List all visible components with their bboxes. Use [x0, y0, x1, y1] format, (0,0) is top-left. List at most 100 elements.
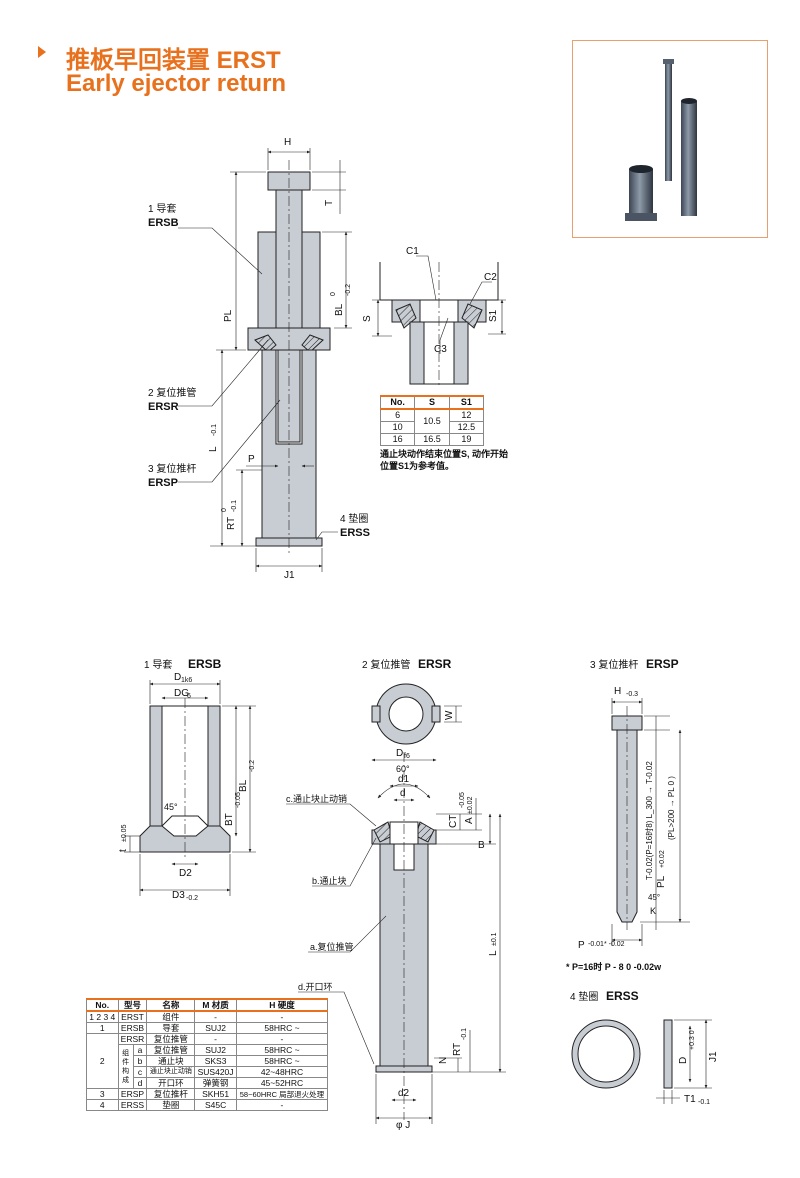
table-row: 16 16.5 19: [379, 433, 485, 446]
ersr-dim-CT: CT: [448, 815, 459, 828]
mat-cell: SKH51: [194, 1088, 237, 1100]
mat-cell: 58HRC ~: [235, 1022, 329, 1034]
ersb-dim-D3-tol: -0.2: [186, 895, 198, 902]
ersb-dim-t-tol: ±0.05: [121, 824, 128, 842]
label-4-cn: 4 垫圈: [340, 512, 368, 525]
ersb-dim-D3: D3: [172, 890, 185, 901]
mat-cell: S45C: [194, 1099, 237, 1111]
assembly-labels: H T BL 0 -0.2 PL L -0.1 RT 0 -0.1 P J1 1…: [148, 137, 370, 581]
ersr-dim-A: A: [464, 817, 475, 824]
ersr-dim-d1: d1: [398, 774, 410, 785]
stroke-note: 通止块动作结束位置S, 动作开始位置S1为参考值。: [380, 449, 509, 471]
mat-cell: SKS3: [194, 1055, 237, 1067]
detail-S: S: [362, 315, 373, 322]
mat-cell: 弹簧钢: [194, 1077, 237, 1089]
label-1-code: ERSB: [148, 217, 179, 229]
stroke-cell: 19: [448, 433, 485, 446]
label-1-cn: 1 导套: [148, 202, 176, 215]
mat-cell: 通止块: [146, 1055, 196, 1067]
ersp-dim-T: T-0.02(P=16时8) L_300 → T-0.02: [644, 761, 654, 880]
ersb-title-cn: 1 导套: [144, 658, 172, 671]
table-row: 4 ERSS 垫圈 S45C -: [86, 1099, 329, 1111]
mat-cell: 复位推管: [146, 1033, 196, 1045]
erss-title-code: ERSS: [606, 989, 639, 1003]
mat-cell: 3: [86, 1088, 119, 1100]
ersp-dim-K: K: [650, 906, 656, 916]
ersr-angle: 60°: [396, 764, 410, 774]
mat-cell: 开口环: [146, 1077, 196, 1089]
mat-cell: 导套: [146, 1022, 196, 1034]
dim-BL-tol-bot: -0.2: [345, 284, 352, 296]
ersr-dim-L-tol: ±0.1: [491, 932, 498, 946]
mat-cell: 42~48HRC: [235, 1066, 329, 1078]
table-row: b 通止块 SKS3 58HRC ~: [87, 1055, 329, 1067]
ersr-dim-N: N: [438, 1057, 449, 1064]
dim-RT-tol-top: 0: [221, 508, 228, 512]
erss-dim-D-tol: +0.3 0: [689, 1030, 696, 1050]
bullet-triangle-icon: [38, 46, 46, 58]
table-row: 1 2 3 4 ERST 组件 - -: [86, 1010, 329, 1023]
detail-S1: S1: [488, 309, 499, 322]
dim-T: T: [324, 200, 335, 206]
ersb-dim-DG: DG: [174, 688, 189, 699]
mat-header-hardness: H 硬度: [235, 998, 329, 1012]
ersp-dim-PL-note: (PL>200 → PL 0 ): [667, 776, 676, 840]
erss-dim-T1: T1: [684, 1094, 696, 1105]
ersb-dim-BL: BL: [238, 779, 249, 792]
ersr-dim-d2: d2: [398, 1088, 410, 1099]
assembly-drawing: [178, 148, 352, 572]
ersp-title-code: ERSP: [646, 657, 679, 671]
ersr-dim-d: d: [400, 788, 406, 799]
ersb-dim-DG-tol: 6: [187, 693, 191, 700]
erss-drawing: [571, 1019, 712, 1104]
mat-cell: 45~52HRC: [235, 1077, 329, 1089]
label-2-code: ERSR: [148, 401, 179, 413]
stroke-cell-s-merged: 10.5: [414, 408, 450, 434]
mat-cell: a: [132, 1044, 148, 1056]
dim-RT: RT: [226, 517, 237, 530]
mat-header-material: M 材质: [194, 998, 237, 1012]
mat-cell: 垫圈: [146, 1099, 196, 1111]
dim-L-tol: -0.1: [211, 424, 218, 436]
ersr-dim-D: D: [396, 748, 403, 759]
mat-group-label: 组件构成: [117, 1044, 134, 1089]
ersp-title-cn: 3 复位推杆: [590, 658, 638, 671]
dim-P: P: [248, 454, 255, 465]
mat-cell: 58~60HRC 局部退火处理: [235, 1088, 329, 1100]
ersb-dim-t: t: [118, 849, 129, 852]
ersr-title-code: ERSR: [418, 657, 452, 671]
ersb-angle: 45°: [164, 802, 178, 812]
dim-H: H: [284, 137, 291, 148]
stroke-cell: 16.5: [414, 433, 450, 446]
erss-dim-D: D: [678, 1057, 689, 1064]
dim-RT-tol-bot: -0.1: [231, 500, 238, 512]
product-photo: [572, 40, 768, 238]
mat-cell: d: [132, 1077, 148, 1089]
mat-cell: 复位推管: [146, 1044, 196, 1056]
ersb-title-code: ERSB: [188, 657, 222, 671]
mat-cell: ERSR: [117, 1033, 148, 1045]
mat-cell: SUJ2: [194, 1044, 237, 1056]
erss-title-cn: 4 垫圈: [570, 990, 598, 1003]
ersb-dim-BT: BT: [224, 813, 235, 826]
mat-cell: ERSB: [117, 1022, 148, 1034]
mat-cell: 2: [86, 1033, 119, 1089]
erss-dim-J1: J1: [708, 1051, 719, 1062]
ersr-dim-L: L: [488, 950, 499, 956]
ersr-dim-RT: RT: [452, 1043, 463, 1056]
detail-view: [372, 255, 506, 388]
ersr-dim-A-tol: ±0.02: [467, 796, 474, 814]
stroke-header-s: S: [414, 395, 450, 410]
ersp-angle: 45°: [648, 893, 660, 902]
stroke-cell: 12: [448, 408, 485, 422]
ersr-callout-a: a.复位推管: [310, 941, 354, 952]
mat-cell: ERSP: [117, 1088, 148, 1100]
mat-cell: SUJ2: [194, 1022, 237, 1034]
mat-cell: SUS420J: [194, 1066, 237, 1078]
dim-BL: BL: [334, 303, 345, 316]
stroke-cell: 10: [379, 421, 416, 434]
ersr-dim-D-tol: f6: [404, 753, 410, 760]
table-row: 10 12.5: [379, 421, 485, 434]
table-row: 1 ERSB 导套 SUJ2 58HRC ~: [86, 1022, 329, 1034]
